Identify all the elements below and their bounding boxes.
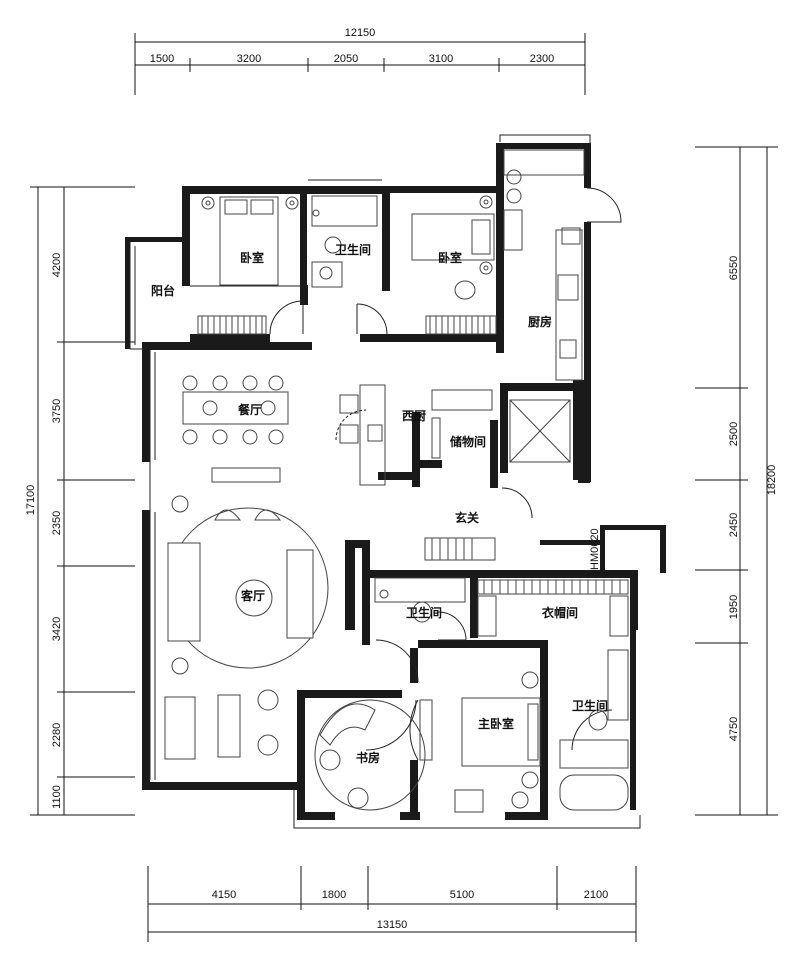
top-seg-2: 3200 xyxy=(237,53,261,65)
top-seg-5: 2300 xyxy=(530,53,554,65)
closet-left xyxy=(197,315,267,335)
right-seg-4: 1950 xyxy=(728,595,740,619)
top-dimension: 12150 1500 3200 2050 3100 2300 xyxy=(134,27,586,95)
room-label-study: 书房 xyxy=(356,750,380,765)
room-label-master-bedroom: 主卧室 xyxy=(478,716,514,731)
master-bath-fixtures xyxy=(559,649,629,811)
doors xyxy=(269,187,622,761)
room-label-living: 客厅 xyxy=(240,588,265,603)
bottom-seg-1: 4150 xyxy=(212,889,236,901)
bottom-dimension: 4150 1800 5100 2100 13150 xyxy=(147,866,637,942)
master-bed xyxy=(419,671,541,813)
left-seg-4: 3420 xyxy=(51,617,63,641)
right-seg-3: 2450 xyxy=(728,513,740,537)
room-label-bathroom-top: 卫生间 xyxy=(335,242,371,257)
top-seg-4: 3100 xyxy=(429,53,453,65)
right-seg-1: 6550 xyxy=(728,256,740,280)
left-seg-2: 3750 xyxy=(51,399,63,423)
room-label-bathroom-mid: 卫生间 xyxy=(406,605,442,620)
bottom-seg-3: 5100 xyxy=(450,889,474,901)
left-seg-6: 1100 xyxy=(51,785,63,809)
room-label-balcony: 阳台 xyxy=(151,283,175,298)
room-label-cloakroom: 衣帽间 xyxy=(542,605,578,620)
top-seg-1: 1500 xyxy=(150,53,174,65)
right-seg-2: 2500 xyxy=(728,422,740,446)
right-total-label: 18200 xyxy=(766,465,778,496)
bottom-seg-2: 1800 xyxy=(322,889,346,901)
bottom-seg-4: 2100 xyxy=(584,889,608,901)
annotation-label: HM0620 xyxy=(589,528,601,570)
room-label-kitchen: 厨房 xyxy=(528,314,552,329)
left-seg-3: 2350 xyxy=(51,511,63,535)
room-label-bedroom-left: 卧室 xyxy=(240,250,264,265)
top-total-label: 12150 xyxy=(345,27,376,39)
room-label-storage: 储物间 xyxy=(450,434,486,449)
bed-right xyxy=(411,195,495,300)
left-dimension: 17100 4200 3750 2350 3420 2280 1100 xyxy=(25,186,135,816)
cloakroom-racks xyxy=(477,579,629,637)
room-labels: 卧室 卫生间 卧室 阳台 厨房 餐厅 西厨 储物间 玄关 客厅 卫生间 衣帽间 … xyxy=(151,242,608,765)
foyer-cabinet xyxy=(424,537,496,561)
top-seg-3: 2050 xyxy=(334,53,358,65)
left-total-label: 17100 xyxy=(25,485,37,516)
room-label-dining: 餐厅 xyxy=(238,402,262,417)
room-label-bedroom-right: 卧室 xyxy=(438,250,462,265)
left-seg-1: 4200 xyxy=(51,253,63,277)
walls xyxy=(125,143,666,820)
room-label-foyer: 玄关 xyxy=(455,510,479,525)
kitchen-counter xyxy=(503,149,585,381)
kitchen-island xyxy=(339,384,493,486)
living-furniture xyxy=(164,467,329,760)
room-label-western-kitchen: 西厨 xyxy=(402,408,426,423)
bed-left xyxy=(201,196,299,286)
furniture xyxy=(164,149,629,813)
room-label-bathroom-master: 卫生间 xyxy=(572,698,608,713)
bath-mid-fixtures xyxy=(374,577,466,623)
bath-top-fixtures xyxy=(311,195,378,288)
right-dimension: 18200 6550 2500 2450 1950 4750 xyxy=(695,146,778,816)
elevator xyxy=(509,399,571,463)
thin-lines xyxy=(129,134,641,829)
left-seg-5: 2280 xyxy=(51,723,63,747)
bottom-total-label: 13150 xyxy=(377,919,408,931)
study-furniture xyxy=(314,699,426,811)
dining-table xyxy=(182,375,289,445)
closet-right xyxy=(425,315,497,335)
right-seg-5: 4750 xyxy=(728,717,740,741)
